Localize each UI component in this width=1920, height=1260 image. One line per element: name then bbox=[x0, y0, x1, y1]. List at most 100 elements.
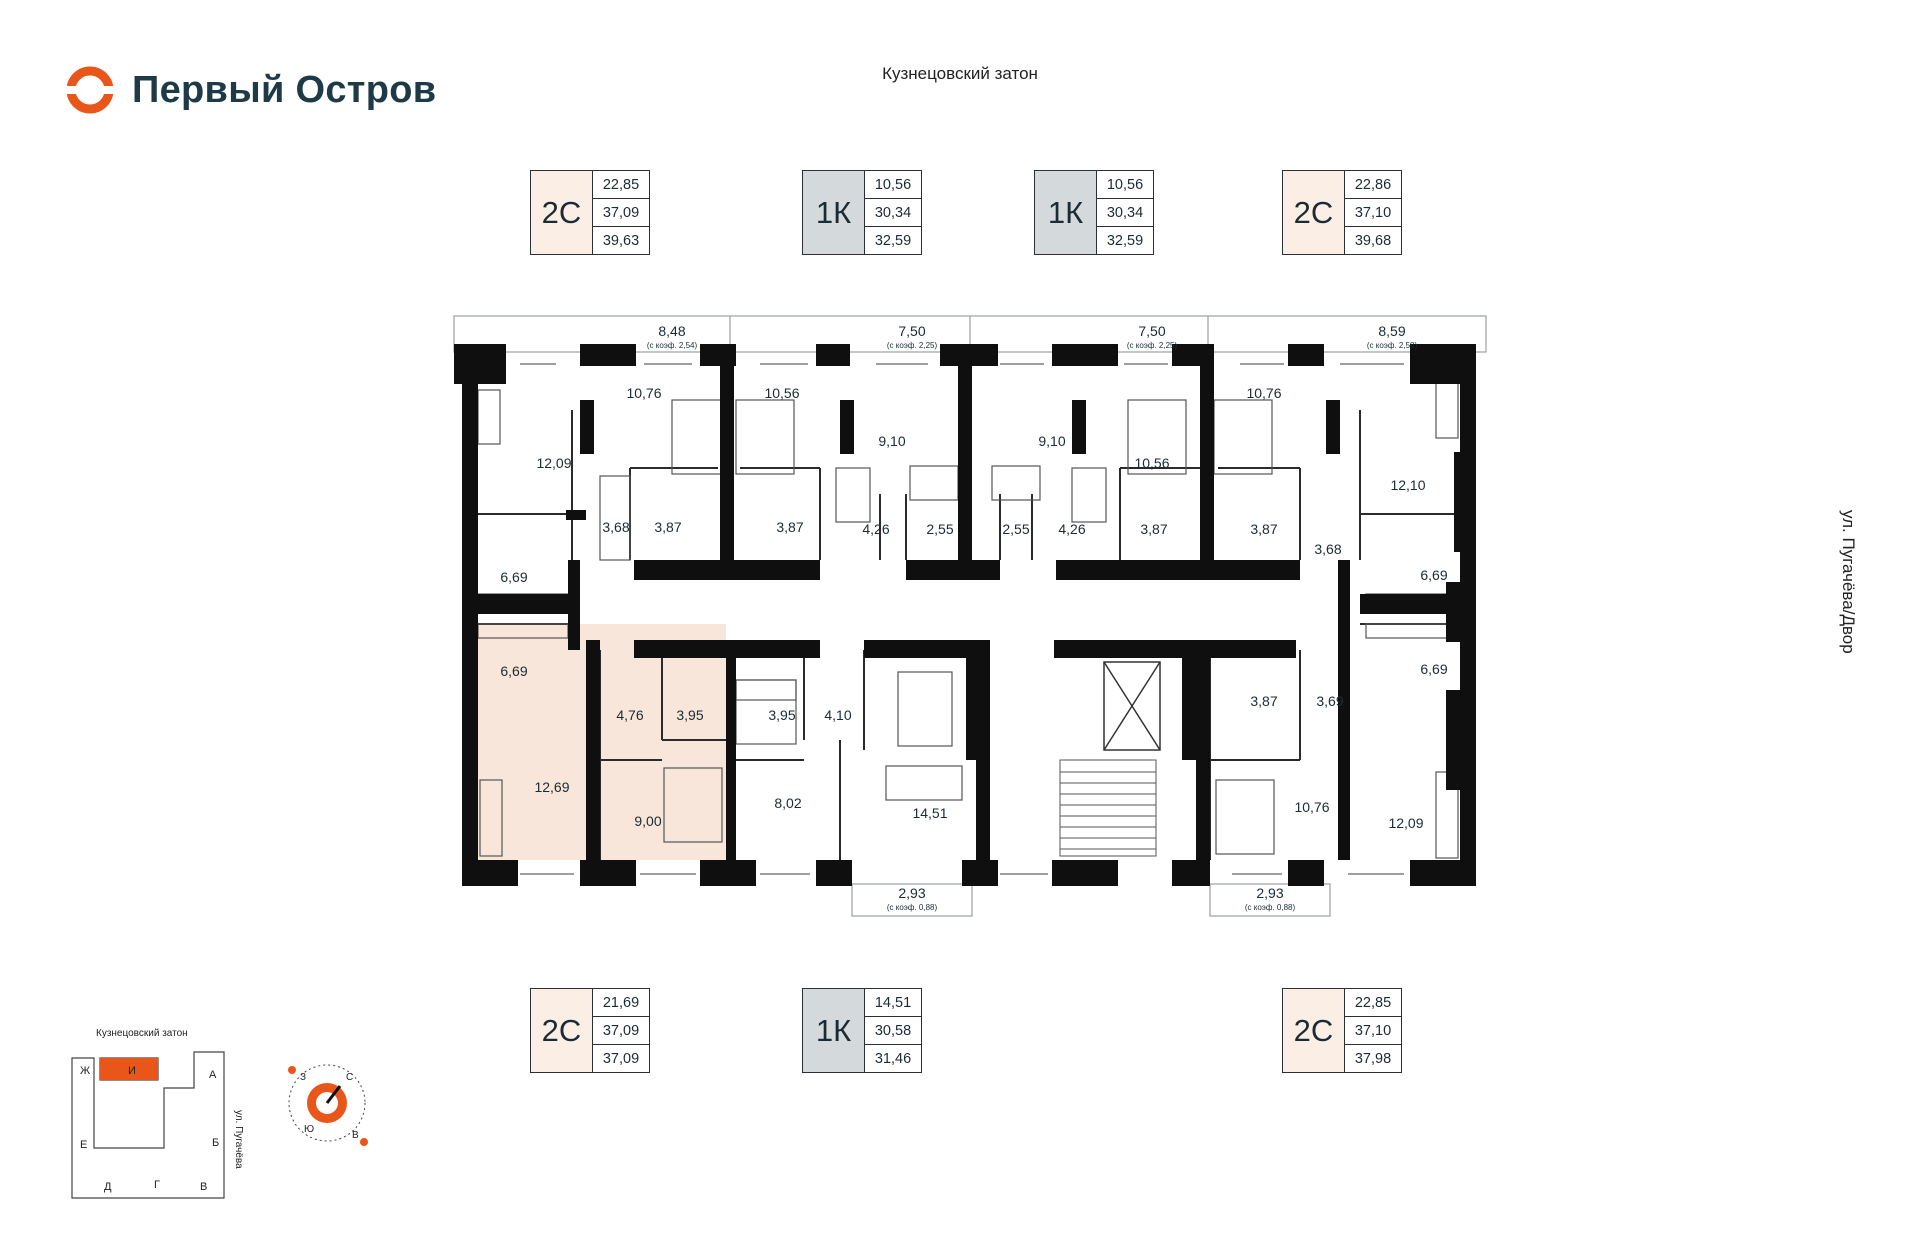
unit-type: 2С bbox=[1283, 989, 1345, 1072]
room-area-label: 3,87 bbox=[654, 519, 681, 535]
room-area-label: 6,69 bbox=[500, 569, 527, 585]
room-area-label: 10,76 bbox=[1246, 385, 1281, 401]
room-area-label: 4,10 bbox=[824, 707, 851, 723]
unit-area-value: 14,51 bbox=[865, 989, 921, 1017]
balcony-note: (с коэф. 0,88) bbox=[1245, 903, 1296, 912]
balcony-area: 2,93 bbox=[1256, 885, 1283, 901]
site-key-street: ул. Пугачёва bbox=[233, 1110, 244, 1169]
room-area-label: 3,68 bbox=[602, 519, 629, 535]
balcony-note: (с коэф. 2,25) bbox=[887, 341, 938, 350]
compass-icon: С З Ю В bbox=[288, 1064, 368, 1146]
room-labels: 12,09 10,76 3,68 3,87 6,69 10,56 9,10 3,87 4,26 2… bbox=[500, 385, 1447, 831]
site-key-title: Кузнецовский затон bbox=[96, 1028, 188, 1039]
compass-west: З bbox=[300, 1072, 306, 1083]
compass-east: В bbox=[352, 1130, 359, 1141]
room-area-label: 4,26 bbox=[862, 521, 889, 537]
room-area-label: 4,26 bbox=[1058, 521, 1085, 537]
site-section-3: Е bbox=[80, 1139, 87, 1151]
site-section-0: Ж bbox=[80, 1065, 90, 1077]
site-section-7: В bbox=[200, 1181, 207, 1193]
room-area-label: 12,09 bbox=[1388, 815, 1423, 831]
room-area-label: 3,87 bbox=[1140, 521, 1167, 537]
unit-area-value: 37,09 bbox=[602, 1050, 640, 1067]
room-area-label: 14,51 bbox=[912, 805, 947, 821]
room-area-label: 10,76 bbox=[1294, 799, 1329, 815]
unit-area-value: 22,86 bbox=[1345, 171, 1401, 199]
room-area-label: 9,10 bbox=[1038, 433, 1065, 449]
unit-area-value: 37,10 bbox=[1345, 199, 1401, 227]
site-section-5: Д bbox=[104, 1181, 112, 1193]
brand-name: Первый Остров bbox=[132, 68, 437, 111]
site-section-6: Г bbox=[154, 1179, 160, 1191]
compass-south: Ю bbox=[304, 1124, 314, 1135]
unit-area-value: 30,34 bbox=[865, 199, 921, 227]
room-area-label: 3,87 bbox=[1250, 521, 1277, 537]
room-area-label: 6,69 bbox=[1420, 661, 1447, 677]
unit-area-value: 32,59 bbox=[1106, 232, 1144, 249]
compass-north: С bbox=[346, 1072, 353, 1083]
room-area-label: 10,76 bbox=[626, 385, 661, 401]
unit-area-value: 32,59 bbox=[874, 232, 912, 249]
room-area-label: 9,00 bbox=[634, 813, 661, 829]
site-section-1: И bbox=[128, 1065, 136, 1077]
balcony-labels: 8,48(с коэф. 2,54)7,50(с коэф. 2,25)7,50… bbox=[647, 323, 1418, 912]
unit-area-value: 10,56 bbox=[865, 171, 921, 199]
street-label-top: Кузнецовский затон bbox=[882, 64, 1038, 83]
unit-area-value: 21,69 bbox=[593, 989, 649, 1017]
unit-area-value: 22,85 bbox=[593, 171, 649, 199]
balcony-area: 8,59 bbox=[1378, 323, 1405, 339]
unit-area-value: 39,68 bbox=[1354, 232, 1392, 249]
room-area-label: 12,10 bbox=[1390, 477, 1425, 493]
unit-area-value: 31,46 bbox=[874, 1050, 912, 1067]
unit-type: 1К bbox=[803, 989, 865, 1072]
unit-area-value: 30,34 bbox=[1097, 199, 1153, 227]
unit-area-value: 37,09 bbox=[593, 1017, 649, 1045]
unit-area-value: 37,09 bbox=[593, 199, 649, 227]
unit-type: 2С bbox=[531, 171, 593, 254]
unit-area-value: 22,85 bbox=[1345, 989, 1401, 1017]
room-area-label: 8,02 bbox=[774, 795, 801, 811]
site-section-4: Б bbox=[212, 1137, 219, 1149]
staircase bbox=[1059, 759, 1157, 857]
room-area-label: 4,76 bbox=[616, 707, 643, 723]
elevator-shaft bbox=[1103, 661, 1161, 751]
selected-apartment-fill bbox=[478, 624, 726, 860]
balcony-area: 7,50 bbox=[898, 323, 925, 339]
balcony-note: (с коэф. 2,54) bbox=[647, 341, 698, 350]
unit-area-value: 37,98 bbox=[1354, 1050, 1392, 1067]
room-area-label: 3,68 bbox=[1314, 541, 1341, 557]
island-logo-icon bbox=[66, 66, 114, 114]
balcony-area: 8,48 bbox=[658, 323, 685, 339]
room-area-label: 2,55 bbox=[926, 521, 953, 537]
brand-logo[interactable]: Первый Остров bbox=[64, 64, 436, 116]
unit-type: 2С bbox=[531, 989, 593, 1072]
room-area-label: 10,56 bbox=[764, 385, 799, 401]
balcony-note: (с коэф. 2,25) bbox=[1127, 341, 1178, 350]
unit-area-value: 30,58 bbox=[865, 1017, 921, 1045]
balcony-note: (с коэф. 2,58) bbox=[1367, 341, 1418, 350]
structural-walls bbox=[454, 344, 1476, 886]
room-area-label: 2,55 bbox=[1002, 521, 1029, 537]
unit-area-value: 37,10 bbox=[1345, 1017, 1401, 1045]
unit-area-value: 10,56 bbox=[1097, 171, 1153, 199]
unit-area-value: 39,63 bbox=[602, 232, 640, 249]
balcony-note: (с коэф. 0,88) bbox=[887, 903, 938, 912]
room-area-label: 12,09 bbox=[536, 455, 571, 471]
room-area-label: 3,87 bbox=[1250, 693, 1277, 709]
unit-type: 1К bbox=[803, 171, 865, 254]
room-area-label: 9,10 bbox=[878, 433, 905, 449]
